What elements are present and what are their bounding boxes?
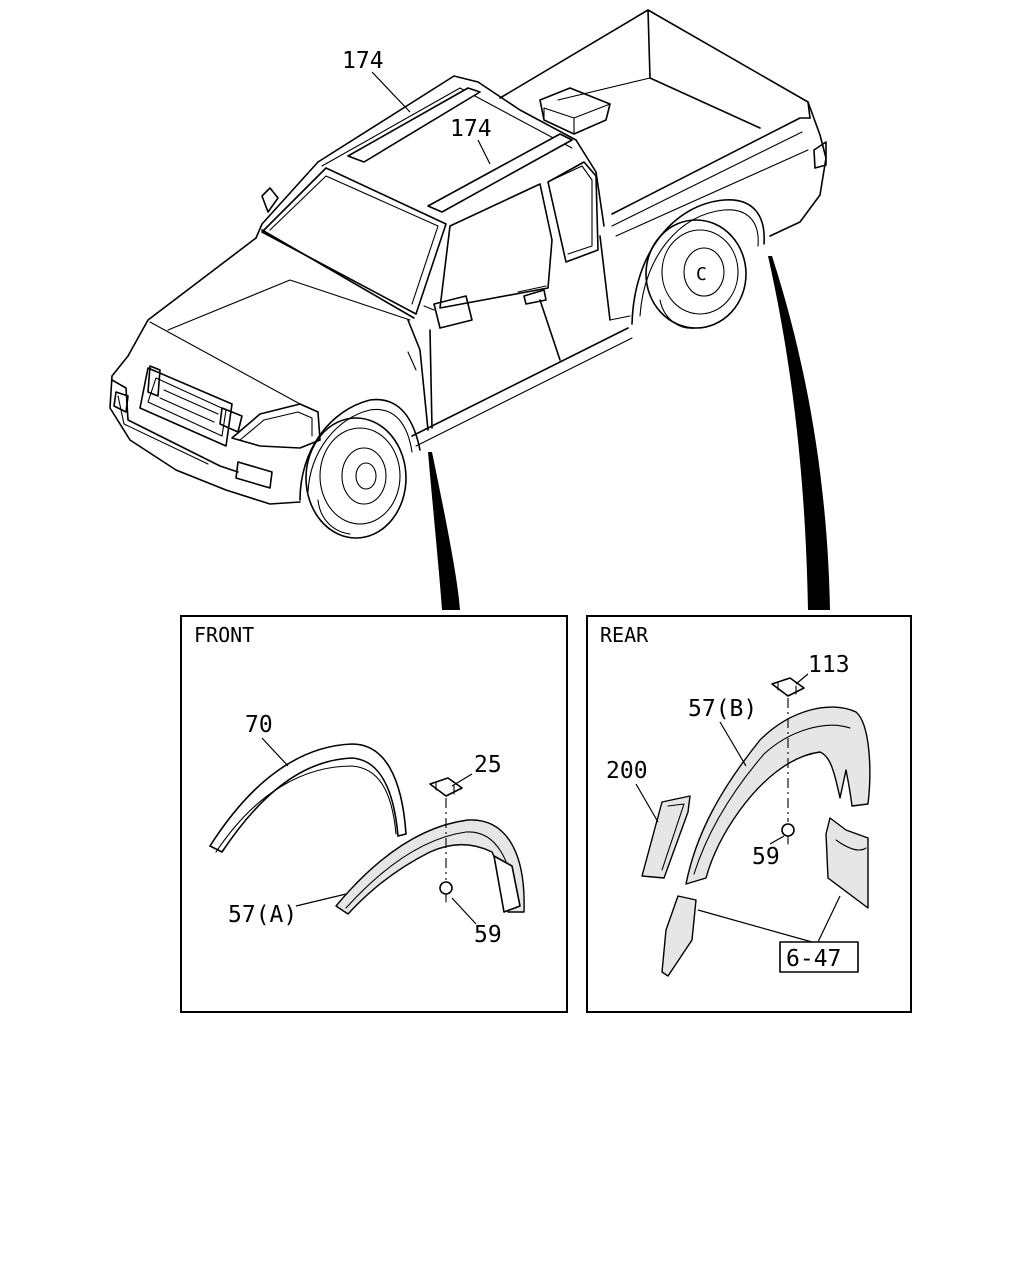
callout-59-front: 59 xyxy=(474,922,502,948)
callout-25: 25 xyxy=(474,752,502,778)
front-fender-moulding xyxy=(209,743,407,853)
rear-trim-piece xyxy=(641,795,691,879)
rear-wheel-flare xyxy=(685,706,871,885)
front-panel-title: FRONT xyxy=(194,623,254,647)
callout-174-lower: 174 xyxy=(450,116,492,142)
rear-panel-title: REAR xyxy=(600,623,649,647)
svg-text:C: C xyxy=(696,264,707,285)
callout-113: 113 xyxy=(808,652,850,678)
rear-detail-panel: REAR 113 57(B) 59 200 6-47 xyxy=(586,615,912,1013)
front-leader-wedge xyxy=(428,452,460,610)
callout-6-47: 6-47 xyxy=(786,946,841,972)
callout-200: 200 xyxy=(606,758,648,784)
callout-174-upper: 174 xyxy=(342,48,384,74)
pickup-truck-drawing: C xyxy=(109,9,827,539)
rear-leader-wedge xyxy=(768,256,830,610)
callout-70: 70 xyxy=(245,712,273,738)
callout-57b: 57(B) xyxy=(688,696,757,722)
callout-57a: 57(A) xyxy=(228,902,297,928)
ref-box-6-47 xyxy=(779,941,859,973)
rear-screw xyxy=(781,823,795,837)
front-screw xyxy=(439,881,453,895)
rear-splash-guard xyxy=(661,895,697,977)
callout-59-rear: 59 xyxy=(752,844,780,870)
front-detail-panel: FRONT 70 57(A) 25 59 xyxy=(180,615,568,1013)
roof-rail-callouts: 174 174 xyxy=(342,48,492,165)
